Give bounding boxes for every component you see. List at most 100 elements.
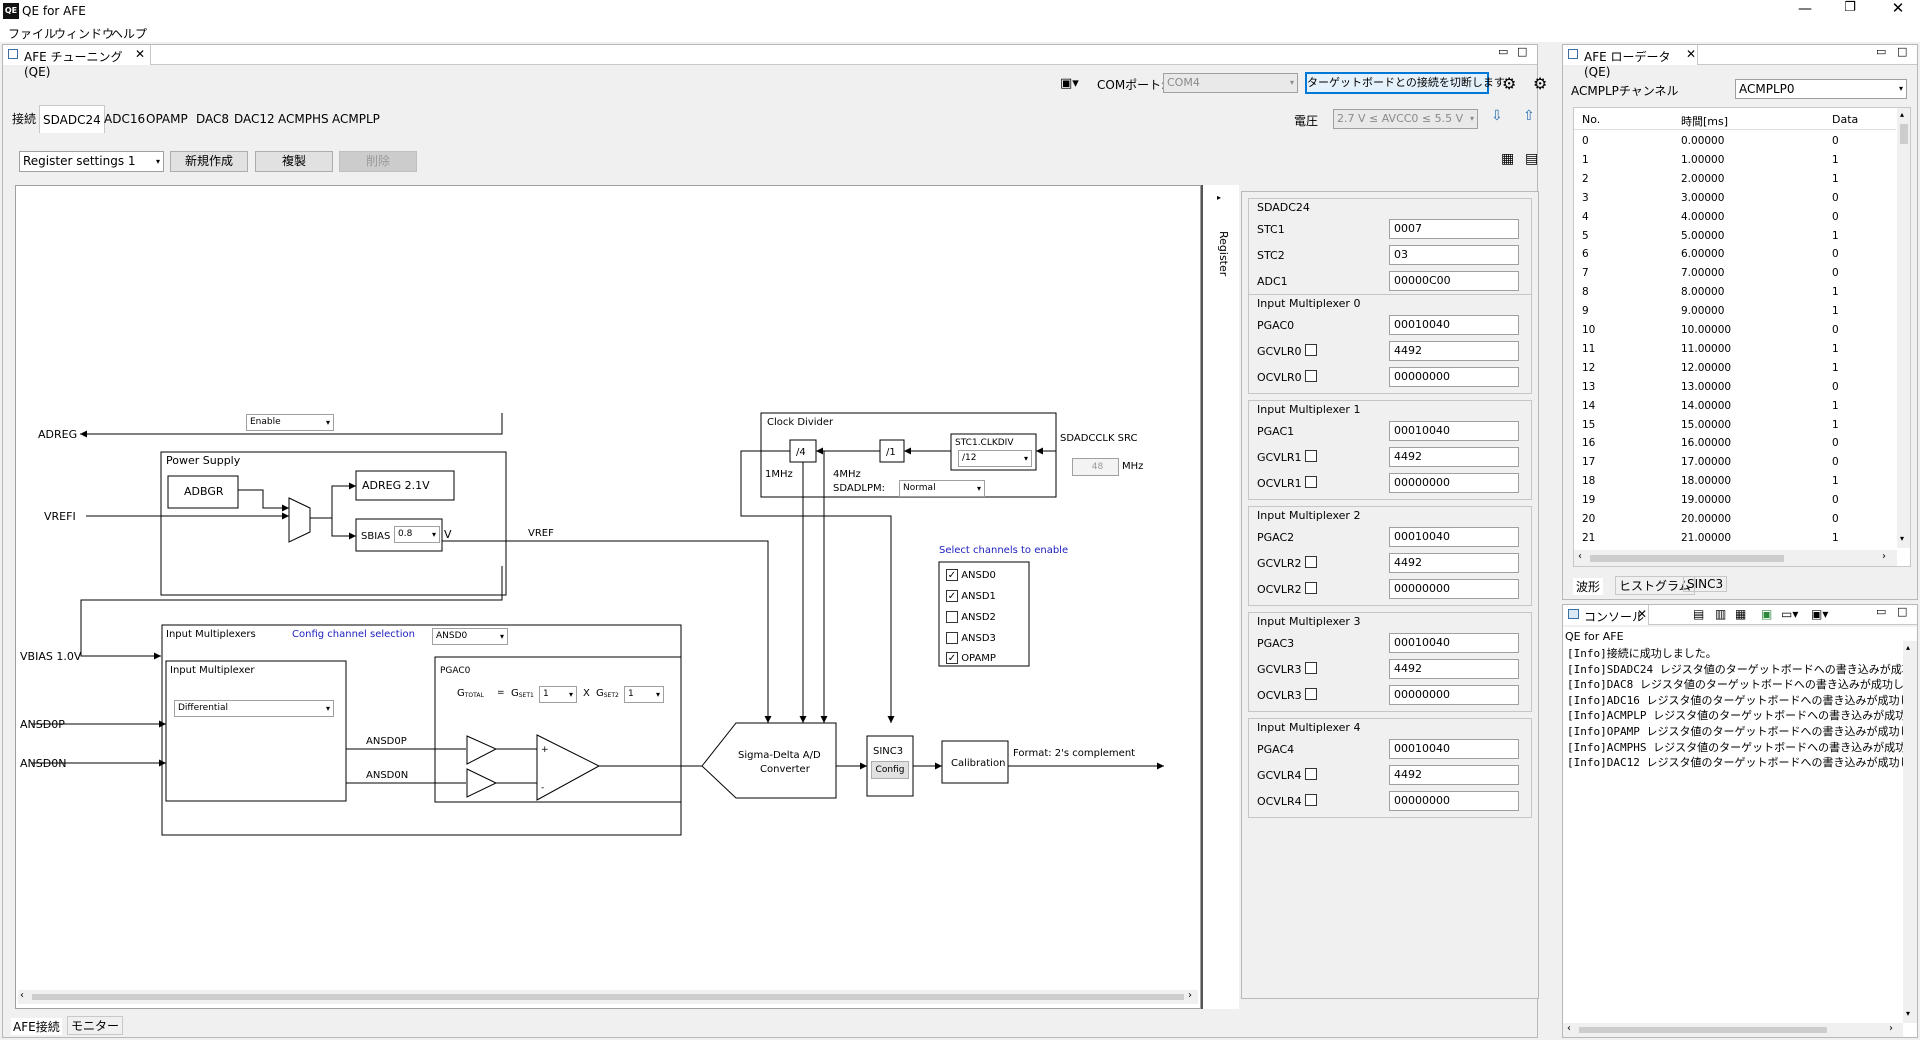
table-view-icon[interactable]: ▦	[1501, 151, 1515, 167]
scroll-lock-icon[interactable]: ▥	[1715, 607, 1727, 621]
scroll-right-icon[interactable]: ›	[1889, 1023, 1893, 1034]
delete-button[interactable]: 削除	[339, 151, 417, 172]
config-channel-select[interactable]: ANSD0▾	[432, 628, 508, 645]
register-value-field[interactable]: 00010040	[1389, 315, 1519, 335]
gset1-select[interactable]: 1▾	[539, 686, 577, 703]
scroll-thumb[interactable]	[32, 994, 1184, 1000]
console-output[interactable]: QE for AFE [Info]接続に成功しました。[Info]SDADC24…	[1563, 627, 1917, 1037]
register-value-field[interactable]: 00010040	[1389, 421, 1519, 441]
channel-opamp[interactable]: ✓ OPAMP	[946, 652, 996, 664]
register-side-bar[interactable]: ▸ Register	[1201, 185, 1239, 1009]
tab-sinc3[interactable]: SINC3	[1683, 576, 1728, 592]
raw-data-tab[interactable]: AFE ローデータ (QE) ✕	[1563, 45, 1698, 79]
scroll-right-icon[interactable]: ›	[1882, 551, 1886, 562]
sbias-select[interactable]: 0.8▾	[394, 526, 440, 543]
register-value-field[interactable]: 00000000	[1389, 579, 1519, 599]
checkbox-icon[interactable]: ✓	[946, 652, 958, 664]
register-settings-select[interactable]: Register settings 1▾	[19, 151, 164, 172]
diagram-hscrollbar[interactable]: ‹ ›	[18, 990, 1198, 1004]
channel-select[interactable]: ACMPLP0▾	[1735, 79, 1907, 99]
menu-file[interactable]: ファイル	[8, 27, 57, 41]
view-maximize-icon[interactable]: □	[1897, 45, 1908, 58]
scroll-up-icon[interactable]: ▴	[1906, 643, 1911, 652]
col-data[interactable]: Data	[1832, 113, 1859, 126]
table-vscrollbar[interactable]: ▴ ▾	[1897, 108, 1910, 548]
mux-mode-select[interactable]: Differential▾	[174, 700, 334, 717]
copy-button[interactable]: 複製	[255, 151, 333, 172]
register-checkbox[interactable]	[1305, 450, 1317, 462]
display-console-icon[interactable]: ▭▾	[1781, 607, 1799, 621]
channel-ansd2[interactable]: ANSD2	[946, 611, 996, 623]
view-maximize-icon[interactable]: □	[1897, 605, 1908, 618]
new-button[interactable]: 新規作成	[170, 151, 248, 172]
scroll-left-icon[interactable]: ‹	[20, 990, 24, 1001]
register-value-field[interactable]: 03	[1389, 245, 1519, 265]
register-value-field[interactable]: 00010040	[1389, 633, 1519, 653]
scroll-down-icon[interactable]: ▾	[1900, 534, 1905, 543]
register-value-field[interactable]: 00010040	[1389, 527, 1519, 547]
scroll-up-icon[interactable]: ▴	[1900, 110, 1905, 119]
tab-sdadc24[interactable]: SDADC24	[39, 105, 105, 133]
import-icon[interactable]: ⇩	[1491, 108, 1503, 124]
voltage-select[interactable]: 2.7 V ≤ AVCC0 ≤ 5.5 V▾	[1333, 109, 1478, 129]
disconnect-button[interactable]: ターゲットボードとの接続を切断します	[1305, 72, 1505, 94]
console-tab[interactable]: コンソール ✕	[1563, 605, 1649, 625]
terminal-icon[interactable]: ▣▾	[1060, 76, 1079, 91]
checkbox-icon[interactable]: ✓	[946, 590, 958, 602]
checkbox-icon[interactable]: ✓	[946, 569, 958, 581]
tab-acmplp[interactable]: ACMPLP	[332, 112, 380, 126]
maximize-icon[interactable]: ❐	[1844, 0, 1856, 15]
register-value-field[interactable]: 00010040	[1389, 739, 1519, 759]
register-value-field[interactable]: 00000000	[1389, 367, 1519, 387]
col-no[interactable]: No.	[1582, 113, 1601, 126]
register-value-field[interactable]: 4492	[1389, 447, 1519, 467]
tab-close-icon[interactable]: ✕	[135, 47, 146, 61]
register-value-field[interactable]: 4492	[1389, 341, 1519, 361]
col-time[interactable]: 時間[ms]	[1681, 115, 1729, 128]
register-checkbox[interactable]	[1305, 370, 1317, 382]
advanced-gear-icon[interactable]: ⚙	[1533, 74, 1548, 93]
tab-dac12[interactable]: DAC12	[234, 112, 275, 126]
scroll-down-icon[interactable]: ▾	[1906, 1009, 1911, 1018]
register-value-field[interactable]: 4492	[1389, 553, 1519, 573]
view-maximize-icon[interactable]: □	[1517, 45, 1528, 58]
register-value-field[interactable]: 00000000	[1389, 685, 1519, 705]
register-value-field[interactable]: 00000000	[1389, 791, 1519, 811]
tab-monitor[interactable]: モニター	[67, 1016, 124, 1035]
tab-histogram[interactable]: ヒストグラム	[1615, 576, 1695, 595]
clkdiv-select[interactable]: /12▾	[958, 450, 1032, 467]
open-console-icon[interactable]: ▣▾	[1811, 607, 1829, 621]
export-icon[interactable]: ⇧	[1523, 108, 1535, 124]
scroll-left-icon[interactable]: ‹	[1578, 551, 1582, 562]
channel-ansd0[interactable]: ✓ ANSD0	[946, 569, 996, 581]
register-value-field[interactable]: 0007	[1389, 219, 1519, 239]
register-checkbox[interactable]	[1305, 582, 1317, 594]
menu-window[interactable]: ウィンドウ	[54, 27, 115, 41]
register-checkbox[interactable]	[1305, 768, 1317, 780]
src-frequency-field[interactable]: 48	[1072, 458, 1119, 476]
sinc3-config-button[interactable]: Config	[871, 761, 909, 779]
table-hscrollbar[interactable]: ‹ ›	[1574, 550, 1897, 566]
checkbox-icon[interactable]	[946, 611, 958, 623]
config-channel-label[interactable]: Config channel selection	[292, 629, 415, 640]
register-checkbox[interactable]	[1305, 688, 1317, 700]
register-checkbox[interactable]	[1305, 662, 1317, 674]
menu-help[interactable]: ヘルプ	[111, 27, 148, 41]
power-supply-select[interactable]: Enable▾	[246, 414, 334, 431]
afe-tuning-tab[interactable]: AFE チューニング (QE) ✕	[3, 45, 151, 79]
